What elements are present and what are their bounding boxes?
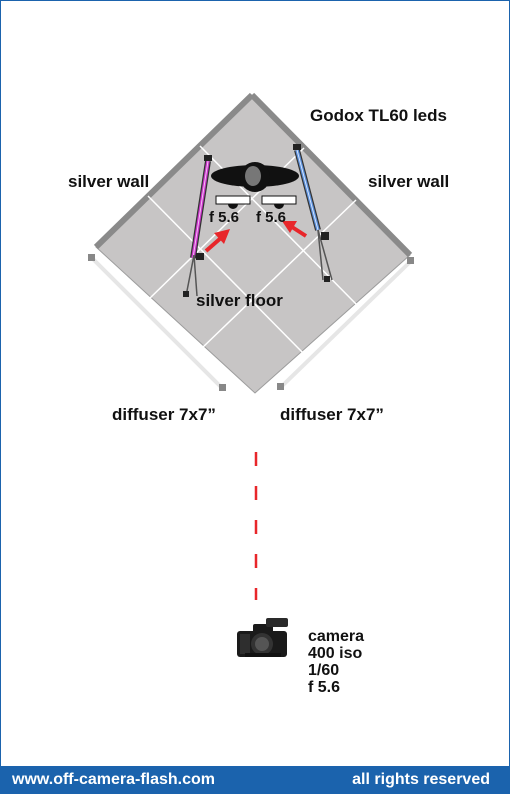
footer-copyright: all rights reserved [352, 771, 490, 788]
led-tube-right [293, 144, 333, 282]
diffuser-left-label: diffuser 7x7” [112, 405, 216, 424]
silver-floor-area [95, 94, 411, 394]
silver-wall-right-label: silver wall [368, 172, 450, 191]
camera-settings-line: 1/60 [308, 662, 340, 679]
diffuser-left [88, 254, 226, 391]
light-direction-arrow-left [204, 229, 230, 253]
camera-icon [237, 618, 288, 657]
footer-bar: www.off-camera-flash.com all rights rese… [0, 766, 510, 794]
silver-floor-label: silver floor [196, 291, 283, 310]
meter-left-reading: f 5.6 [209, 209, 240, 226]
camera-settings-line: f 5.6 [308, 679, 341, 696]
diffuser-right-label: diffuser 7x7” [280, 405, 384, 424]
light-model-label: Godox TL60 leds [310, 106, 447, 125]
camera-settings-line: camera [308, 628, 365, 645]
subject-silhouette [211, 162, 299, 192]
camera-settings: camera 400 iso 1/60 f 5.6 [308, 628, 364, 696]
camera-settings-line: 400 iso [308, 645, 363, 662]
silver-wall-right-edge [249, 92, 413, 258]
meter-right-reading: f 5.6 [256, 209, 287, 226]
diffuser-right [277, 257, 414, 390]
light-meter-right [261, 195, 297, 209]
footer-website-link[interactable]: www.off-camera-flash.com [12, 771, 216, 788]
led-tube-left [183, 155, 212, 297]
light-direction-arrow-right [282, 221, 308, 238]
light-meter-left [215, 195, 251, 209]
silver-wall-left-edge [93, 92, 255, 250]
silver-wall-left-label: silver wall [68, 172, 150, 191]
